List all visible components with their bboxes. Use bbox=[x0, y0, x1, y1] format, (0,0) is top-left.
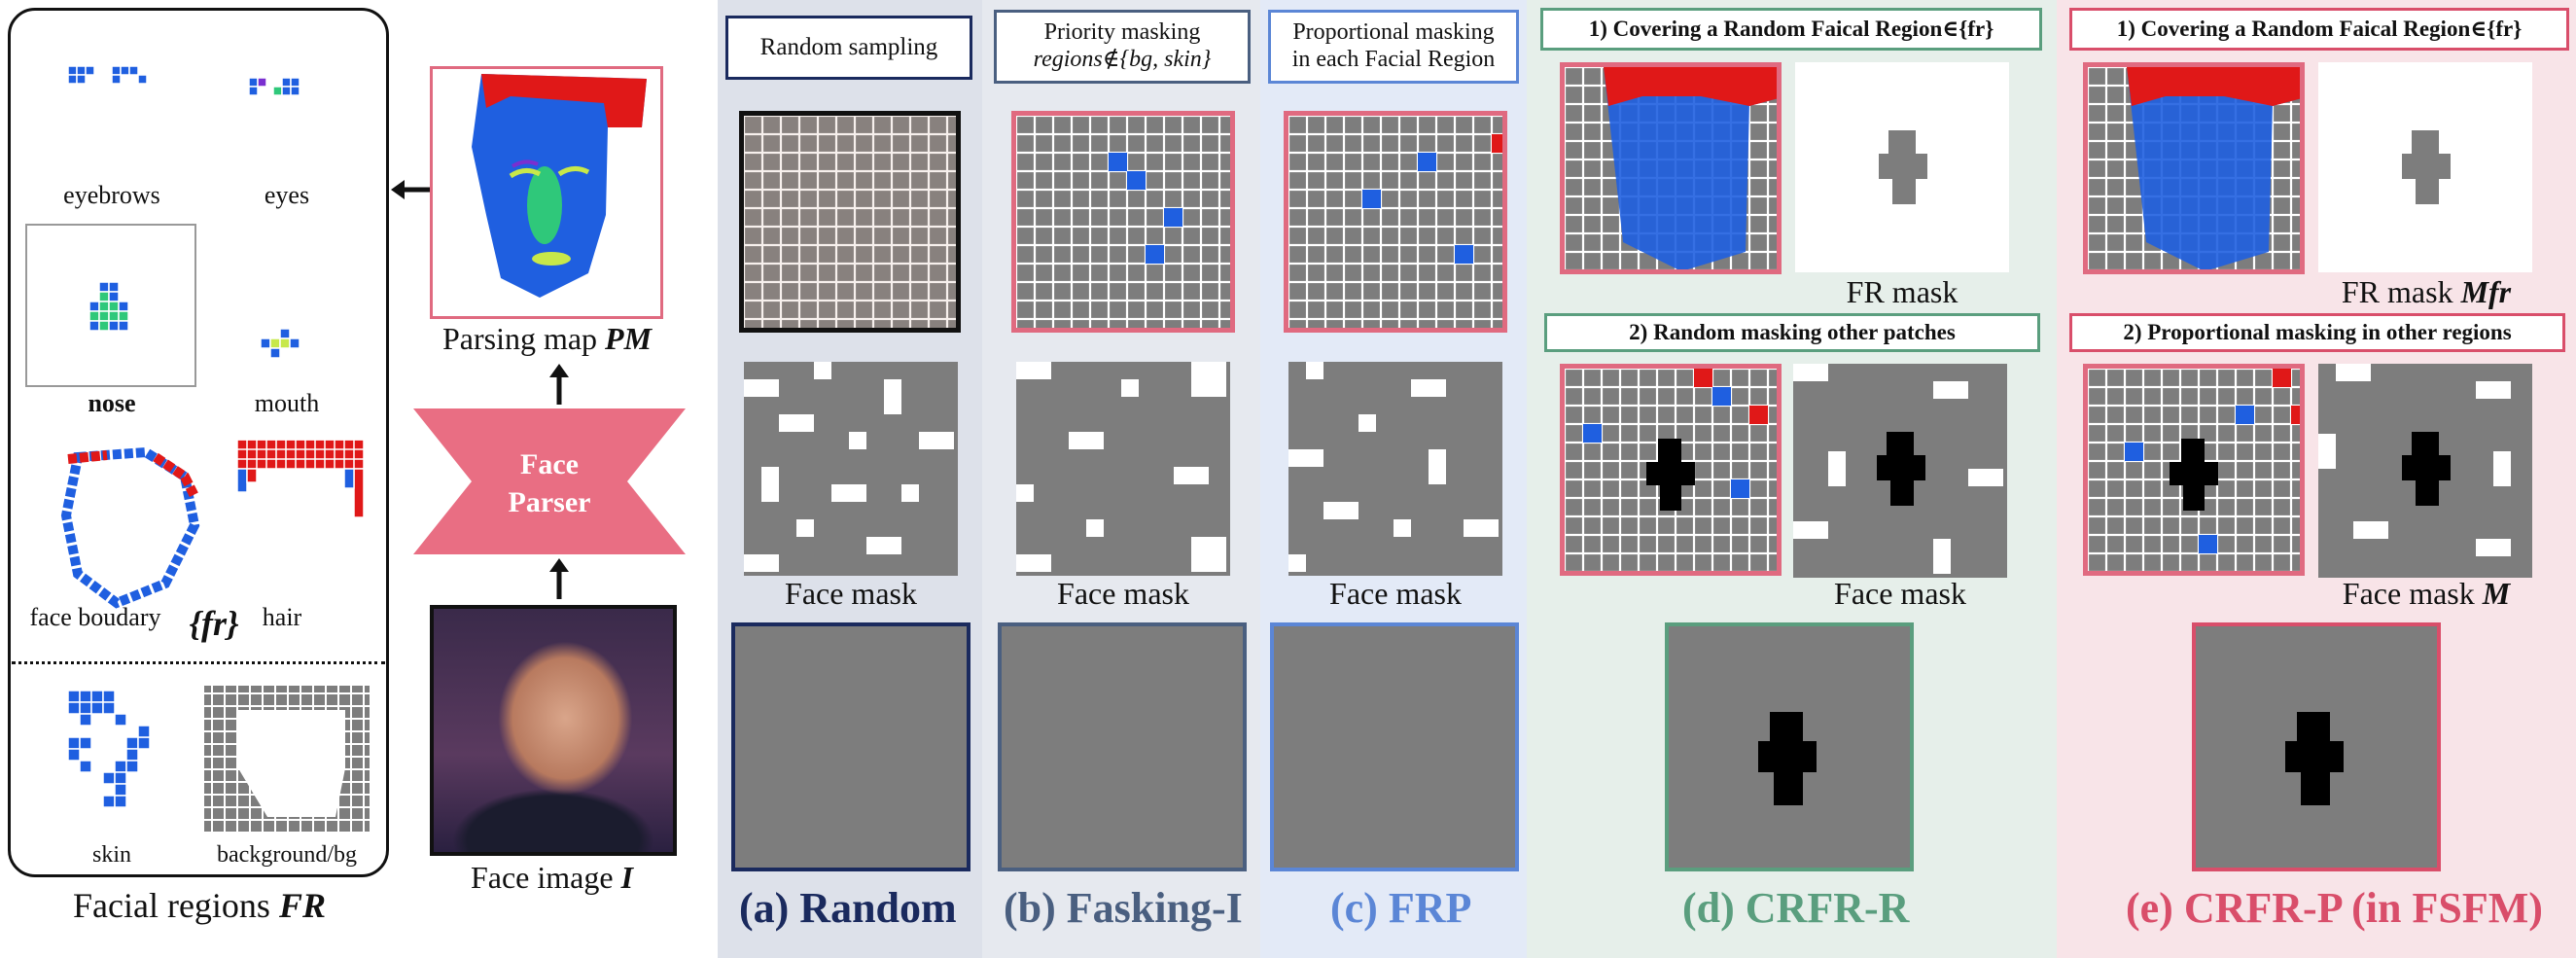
column-e-fr-mask-label: FR mask Mfr bbox=[2314, 274, 2538, 310]
column-d-masked-grid bbox=[1560, 364, 1782, 576]
region-label-mouth: mouth bbox=[254, 389, 320, 417]
column-b-face-mask bbox=[1016, 362, 1230, 576]
facial-regions-caption: Facial regions FR bbox=[10, 885, 389, 926]
column-e-caption: (e) CRFR-P (in FSFM) bbox=[2126, 884, 2543, 932]
column-a-caption: (a) Random bbox=[739, 884, 957, 932]
column-e-masked-face-region bbox=[2285, 712, 2344, 805]
column-a-face-mask bbox=[744, 362, 958, 576]
column-e-mask-label: Face mask M bbox=[2314, 576, 2538, 612]
column-d-step1-box: 1) Covering a Random Faical Region∈{fr} bbox=[1540, 8, 2042, 51]
column-c-title-box: Proportional masking in each Facial Regi… bbox=[1268, 10, 1519, 84]
fr-set-label: {fr} bbox=[189, 604, 239, 643]
column-b-masked-face bbox=[998, 622, 1247, 871]
eyes-patches bbox=[248, 77, 300, 96]
column-d-caption: (d) CRFR-R bbox=[1682, 884, 1910, 932]
region-separator bbox=[12, 661, 385, 664]
parsing-map-label-var: PM bbox=[605, 321, 653, 356]
column-b-title-line2: regions∉{bg, skin} bbox=[1033, 47, 1212, 72]
skin-patches bbox=[67, 690, 151, 808]
arrow-up-icon bbox=[549, 558, 569, 599]
facial-regions-caption-var: FR bbox=[278, 886, 326, 925]
column-e-fr-mask-var: Mfr bbox=[2460, 274, 2512, 309]
column-b-sampled-grid bbox=[1011, 111, 1235, 333]
mouth-patches bbox=[260, 328, 300, 359]
column-e-parsed-grid bbox=[2083, 62, 2305, 274]
column-d-parsed-grid bbox=[1560, 62, 1782, 274]
region-label-nose: nose bbox=[88, 389, 136, 417]
face-parser-block bbox=[413, 408, 686, 554]
column-d-step1: 1) Covering a Random Faical Region∈{fr} bbox=[1588, 16, 1994, 41]
nose-region-frame bbox=[25, 224, 196, 387]
background-patches bbox=[204, 686, 370, 832]
facial-regions-caption-prefix: Facial regions bbox=[73, 886, 279, 925]
column-e-masked-grid bbox=[2083, 364, 2305, 576]
column-c-face-mask bbox=[1288, 362, 1502, 576]
column-e-step1: 1) Covering a Random Faical Region∈{fr} bbox=[2116, 16, 2523, 41]
parsing-map-image bbox=[472, 74, 647, 298]
region-label-face-boundary: face boudary bbox=[29, 603, 161, 631]
column-d-face-mask bbox=[1793, 364, 2007, 578]
column-d-fr-mask-label: FR mask bbox=[1846, 274, 1958, 309]
column-b-title-line1: Priority masking bbox=[1043, 19, 1201, 46]
face-image-label-prefix: Face image bbox=[470, 860, 621, 895]
column-a-sampled-grid bbox=[739, 111, 961, 333]
column-c-mask-label: Face mask bbox=[1329, 576, 1462, 611]
parsing-map-label: Parsing map PM bbox=[428, 321, 666, 357]
face-parser-label: Face Parser bbox=[472, 445, 627, 521]
eyebrows-patches bbox=[67, 65, 148, 85]
column-c-masked-face bbox=[1270, 622, 1519, 871]
face-parser-line1: Face bbox=[520, 448, 579, 480]
column-e-fr-mask-prefix: FR mask bbox=[2341, 274, 2461, 309]
region-label-skin: skin bbox=[91, 842, 131, 868]
column-e-step1-box: 1) Covering a Random Faical Region∈{fr} bbox=[2069, 8, 2569, 51]
column-c-caption: (c) FRP bbox=[1330, 884, 1472, 932]
face-boundary-patches bbox=[60, 446, 200, 609]
arrow-up-icon bbox=[549, 364, 569, 405]
hair-patches bbox=[236, 439, 365, 518]
column-b-caption: (b) Fasking-I bbox=[1004, 884, 1243, 932]
region-label-eyebrows: eyebrows bbox=[63, 181, 160, 209]
column-e-face-mask bbox=[2318, 364, 2532, 578]
face-image-label-var: I bbox=[620, 860, 634, 895]
column-d-masked-face-region bbox=[1758, 712, 1817, 805]
column-d-fr-mask bbox=[1795, 62, 2009, 272]
column-e-mask-prefix: Face mask bbox=[2342, 576, 2483, 611]
region-label-background: background/bg bbox=[217, 842, 357, 868]
parsing-map-label-prefix: Parsing map bbox=[441, 321, 606, 356]
column-e-step2: 2) Proportional masking in other regions bbox=[2123, 319, 2512, 344]
column-d-step2: 2) Random masking other patches bbox=[1629, 319, 1956, 344]
column-c-title-line1: Proportional masking bbox=[1292, 19, 1495, 46]
region-label-hair: hair bbox=[262, 603, 302, 631]
nose-patches bbox=[88, 281, 129, 332]
column-b-mask-label: Face mask bbox=[1057, 576, 1189, 611]
region-label-eyes: eyes bbox=[264, 181, 310, 209]
column-d-mask-label: Face mask bbox=[1834, 576, 1966, 611]
column-a-mask-label: Face mask bbox=[785, 576, 917, 611]
column-d-step2-box: 2) Random masking other patches bbox=[1544, 313, 2040, 352]
column-e-mask-var: M bbox=[2482, 576, 2511, 611]
column-c-title-line2: in each Facial Region bbox=[1291, 47, 1496, 72]
column-a-masked-face bbox=[731, 622, 970, 871]
column-c-sampled-grid bbox=[1284, 111, 1507, 333]
column-a-title: Random sampling bbox=[759, 33, 938, 60]
arrow-left-icon bbox=[391, 180, 436, 199]
column-b-title-box: Priority masking regions∉{bg, skin} bbox=[994, 10, 1251, 84]
face-image-label: Face image I bbox=[428, 860, 676, 896]
column-e-step2-box: 2) Proportional masking in other regions bbox=[2069, 313, 2565, 352]
column-e-fr-mask bbox=[2318, 62, 2532, 272]
face-parser-line2: Parser bbox=[508, 486, 591, 518]
face-image bbox=[430, 605, 677, 856]
column-a-title-box: Random sampling bbox=[725, 16, 972, 80]
